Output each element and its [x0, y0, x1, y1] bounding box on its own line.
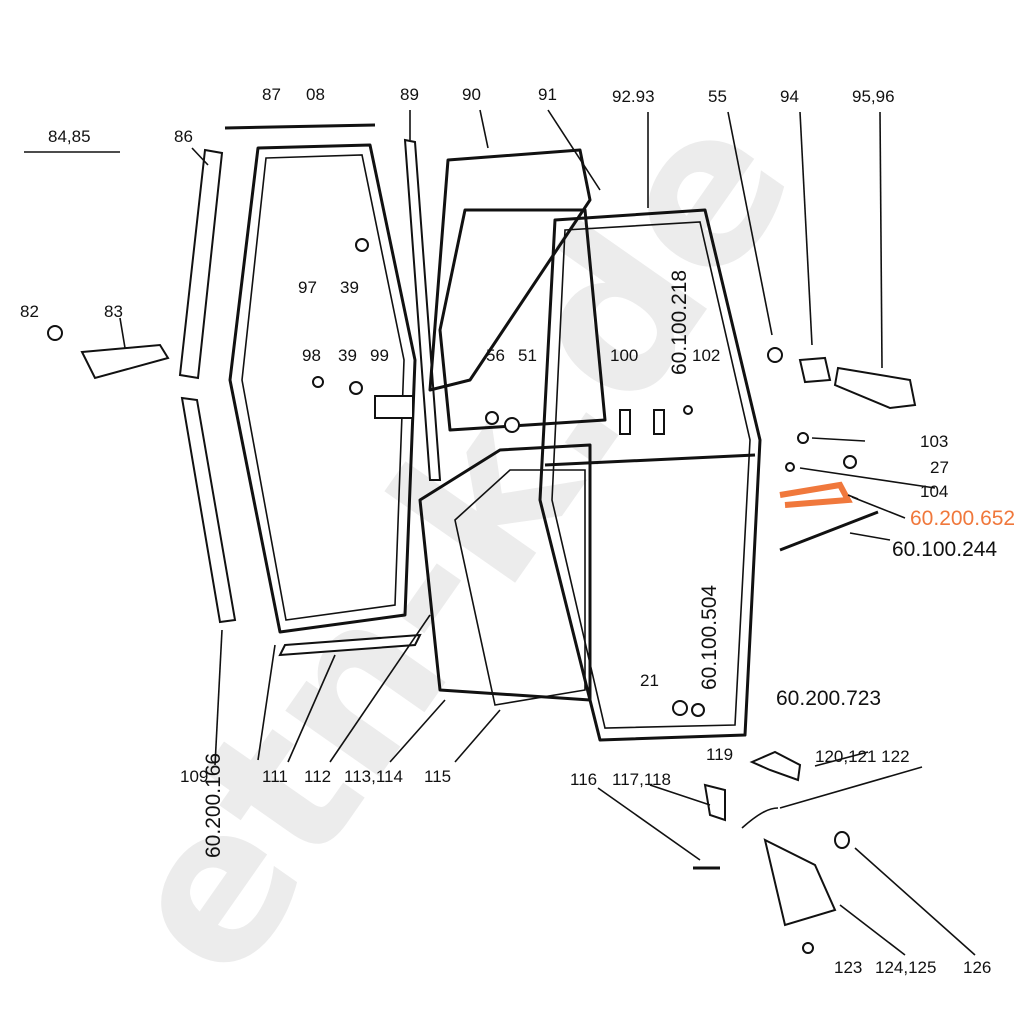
part-label: 109 [180, 767, 208, 786]
part-label: 84,85 [48, 127, 91, 146]
part-label: 120,121 122 [815, 747, 910, 766]
door-panel [538, 208, 762, 742]
part-label: 116 [570, 770, 597, 789]
part-label: 39 [340, 278, 359, 297]
part-label: 97 [298, 278, 317, 297]
part-label: 117,118 [612, 770, 671, 789]
part-number: 60.100.218 [668, 270, 691, 375]
part-label: 39 [338, 346, 357, 365]
part-label: 112 [304, 767, 331, 786]
part-label: 08 [306, 85, 325, 104]
part-label: 87 [262, 85, 281, 104]
part-label: 92.93 [612, 87, 655, 106]
part-label: 100 [610, 346, 638, 365]
part-label: 21 [640, 671, 659, 690]
part-label: 113,114 [344, 767, 403, 786]
part-label: 55 [708, 87, 727, 106]
seal-strip-upper [178, 148, 224, 380]
part-label: 91 [538, 85, 557, 104]
part-label: 27 [930, 458, 949, 477]
door-handle [833, 366, 917, 410]
door-parts [47, 123, 917, 954]
part-label: 124,125 [875, 958, 936, 977]
part-number: 60.200.166 [202, 753, 225, 858]
part-label: 99 [370, 346, 389, 365]
highlighted-grab-handle [779, 481, 853, 508]
part-label: 98 [302, 346, 321, 365]
part-label: 102 [692, 346, 720, 365]
cover-plate [763, 838, 837, 927]
watermark: etn-k.de [70, 66, 839, 1019]
highlighted-part-number[interactable]: 60.200.652 [910, 507, 1015, 530]
hinge [80, 343, 170, 380]
part-label: 111 [262, 767, 288, 786]
part-label: 56 [486, 346, 505, 365]
seal-strip-lower [180, 396, 237, 624]
part-label: 115 [424, 767, 451, 786]
part-number: 60.100.244 [892, 538, 997, 561]
part-number: 60.200.723 [776, 687, 881, 710]
part-label: 90 [462, 85, 481, 104]
part-label: 86 [174, 127, 193, 146]
part-label: 51 [518, 346, 537, 365]
part-label: 83 [104, 302, 123, 321]
part-label: 126 [963, 958, 991, 977]
part-label: 95,96 [852, 87, 895, 106]
door-frame-seal [228, 143, 417, 634]
part-label: 104 [920, 482, 948, 501]
part-label: 119 [706, 745, 733, 764]
part-label: 123 [834, 958, 862, 977]
part-label: 89 [400, 85, 419, 104]
part-label: 82 [20, 302, 39, 321]
gas-strut [779, 510, 879, 552]
part-number: 60.100.504 [698, 585, 721, 690]
part-label: 94 [780, 87, 799, 106]
part-label: 103 [920, 432, 948, 451]
part-labels: 84,85 86 87 08 89 90 91 92.93 55 94 95,9… [20, 85, 1015, 977]
